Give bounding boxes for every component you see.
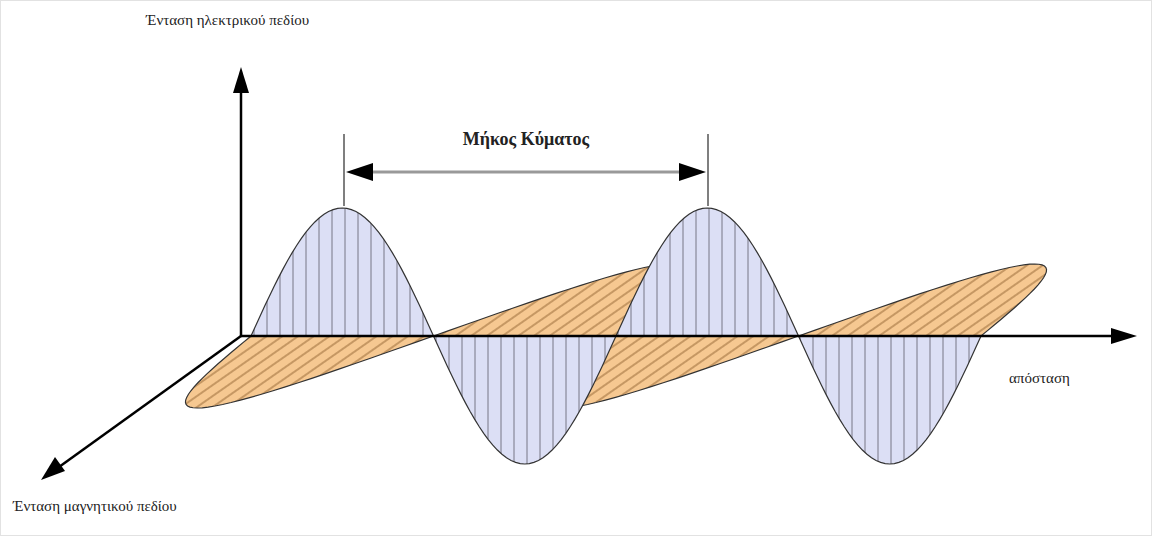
electric-lobe	[616, 208, 799, 336]
axis-label: απόσταση	[1009, 369, 1070, 387]
electric-lobe	[251, 208, 434, 336]
wavelength-label: Μήκος Κύματος	[463, 129, 589, 151]
electric-lobe	[434, 336, 617, 464]
magnetic-lobe	[185, 336, 433, 408]
axis-label: Ένταση μαγνητικού πεδίου	[13, 497, 177, 515]
electric-lobe	[799, 336, 982, 464]
axis-label: Ένταση ηλεκτρικού πεδίου	[146, 11, 309, 29]
axes	[41, 67, 1137, 480]
magnetic-lobe	[799, 264, 1047, 336]
